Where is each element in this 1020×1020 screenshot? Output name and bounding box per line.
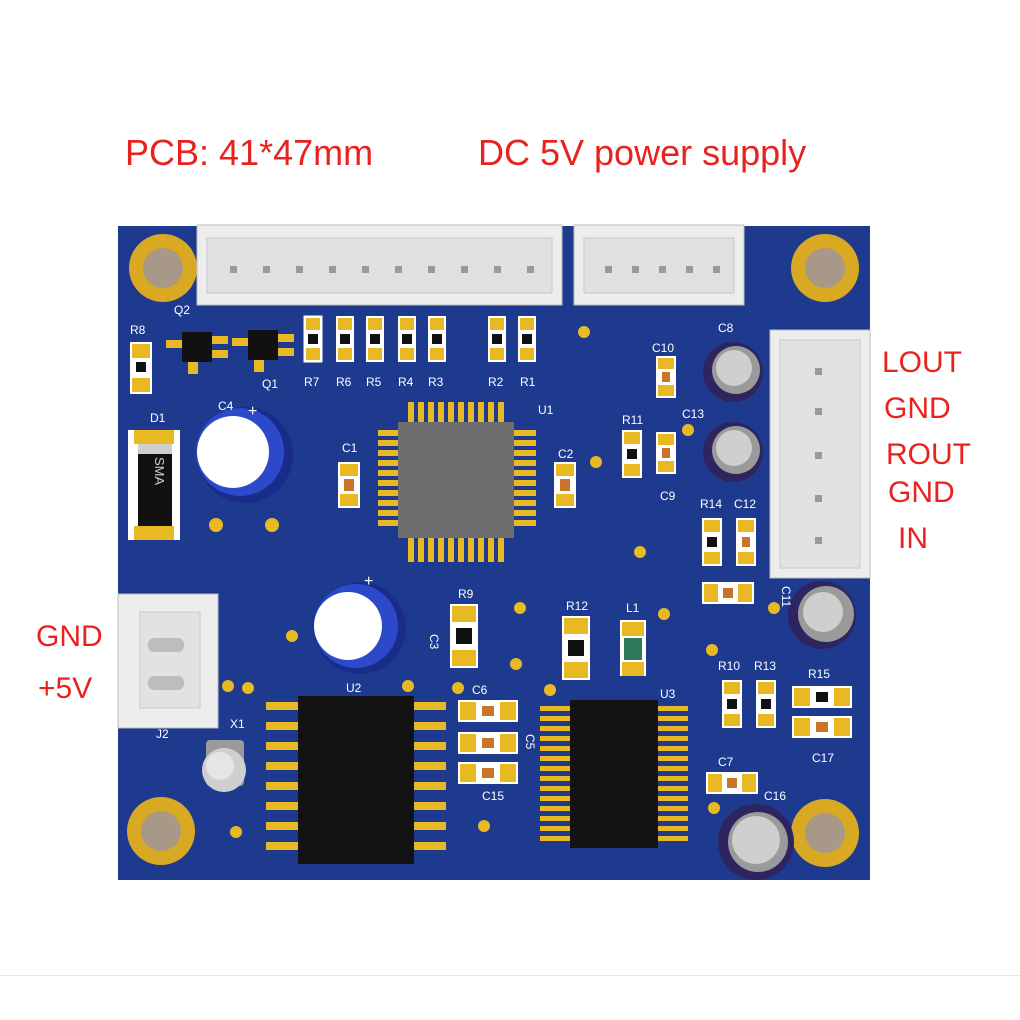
mounting-hole-bottom-left xyxy=(127,797,195,865)
silk-c5: C5 xyxy=(523,734,537,750)
silk-x1: X1 xyxy=(230,717,245,731)
silk-c10: C10 xyxy=(652,341,674,355)
silk-r15: R15 xyxy=(808,667,830,681)
silk-c17: C17 xyxy=(812,751,834,765)
silk-r2: R2 xyxy=(488,375,504,389)
silk-r13: R13 xyxy=(754,659,776,673)
capacitor-c6 xyxy=(458,700,518,722)
capacitor-c15 xyxy=(458,762,518,784)
capacitor-c16 xyxy=(718,804,794,880)
capacitor-c1 xyxy=(338,462,360,508)
capacitor-c14 xyxy=(788,581,856,649)
crystal-x1 xyxy=(202,740,246,792)
resistor-r12 xyxy=(562,616,590,680)
ic-u3 xyxy=(540,700,688,848)
capacitor-c5 xyxy=(458,732,518,754)
ic-u2 xyxy=(266,696,446,864)
silk-l1: L1 xyxy=(626,601,640,615)
capacitor-c2 xyxy=(554,462,576,508)
capacitor-c3 xyxy=(314,582,406,674)
silk-c1: C1 xyxy=(342,441,358,455)
silk-r6: R6 xyxy=(336,375,352,389)
silk-j2: J2 xyxy=(156,727,169,741)
vias xyxy=(222,326,780,838)
silk-r1: R1 xyxy=(520,375,536,389)
pin-label-gnd-1: GND xyxy=(884,392,951,425)
silk-r7: R7 xyxy=(304,375,320,389)
mounting-hole-bottom-right xyxy=(791,799,859,867)
silk-c2: C2 xyxy=(558,447,574,461)
output-connector xyxy=(769,329,871,579)
pin-label-rout: ROUT xyxy=(886,438,971,471)
silk-u2: U2 xyxy=(346,681,362,695)
resistor-r11 xyxy=(622,430,642,478)
power-supply-caption: DC 5V power supply xyxy=(478,132,807,173)
capacitor-c12 xyxy=(736,518,756,566)
diode-d1 xyxy=(128,430,180,540)
pin-label-in: IN xyxy=(898,522,928,555)
silk-c7: C7 xyxy=(718,755,734,769)
silk-c8: C8 xyxy=(718,321,734,335)
transistor-q2 xyxy=(166,332,228,374)
silk-c6: C6 xyxy=(472,683,488,697)
silk-r4: R4 xyxy=(398,375,414,389)
silk-c3-plus: + xyxy=(364,573,373,590)
silk-c12: C12 xyxy=(734,497,756,511)
silk-c9: C9 xyxy=(660,489,676,503)
silk-r3: R3 xyxy=(428,375,444,389)
silk-c15: C15 xyxy=(482,789,504,803)
pin-label-power-gnd: GND xyxy=(36,620,103,653)
silk-r8: R8 xyxy=(130,323,146,337)
mounting-hole-top-left xyxy=(129,234,197,302)
divider-line xyxy=(0,975,1020,976)
silk-r10: R10 xyxy=(718,659,740,673)
capacitor-c17 xyxy=(792,716,852,738)
inductor-l1 xyxy=(620,620,646,676)
silk-r14: R14 xyxy=(700,497,722,511)
board-size-caption: PCB: 41*47mm xyxy=(125,132,374,173)
ic-u1 xyxy=(378,402,536,562)
silk-c4-plus: + xyxy=(248,403,257,420)
capacitor-c11 xyxy=(702,582,754,604)
capacitor-c4 xyxy=(196,407,293,503)
power-connector-j2 xyxy=(117,593,219,729)
resistor-r13 xyxy=(756,680,776,728)
silk-u1: U1 xyxy=(538,403,554,417)
header-connector-5pin xyxy=(573,224,745,306)
resistor-r14 xyxy=(702,518,722,566)
silk-sma: SMA xyxy=(152,457,167,486)
silk-c11: C11 xyxy=(779,586,793,607)
capacitor-c10 xyxy=(656,356,676,398)
pin-label-gnd-2: GND xyxy=(888,476,955,509)
header-connector-10pin xyxy=(196,224,563,306)
transistor-q1 xyxy=(232,330,294,372)
silk-r12: R12 xyxy=(566,599,588,613)
silk-d1: D1 xyxy=(150,411,166,425)
silk-r5: R5 xyxy=(366,375,382,389)
silkscreen-labels: Q2 Q1 R8 D1 C4 + SMA R7 R6 R5 R4 R3 R2 R… xyxy=(130,303,834,803)
silk-r11: R11 xyxy=(622,413,643,427)
silk-q1: Q1 xyxy=(262,377,278,391)
pin-label-power-5v: +5V xyxy=(38,672,93,705)
resistor-r9 xyxy=(450,604,478,668)
silk-u3: U3 xyxy=(660,687,676,701)
silk-r9: R9 xyxy=(458,587,474,601)
capacitor-c7 xyxy=(706,772,758,794)
silk-q2: Q2 xyxy=(174,303,190,317)
capacitor-c13 xyxy=(703,422,763,482)
resistor-array xyxy=(303,315,536,363)
resistor-r10 xyxy=(722,680,742,728)
resistor-r8 xyxy=(130,342,152,394)
capacitor-c8 xyxy=(703,342,763,402)
silk-c4: C4 xyxy=(218,399,234,413)
pin-label-lout: LOUT xyxy=(882,346,963,379)
silk-c3: C3 xyxy=(427,634,441,650)
resistor-r15 xyxy=(792,686,852,708)
silk-c16: C16 xyxy=(764,789,786,803)
mounting-hole-top-right xyxy=(791,234,859,302)
silk-c13: C13 xyxy=(682,407,704,421)
capacitor-c9 xyxy=(656,432,676,474)
